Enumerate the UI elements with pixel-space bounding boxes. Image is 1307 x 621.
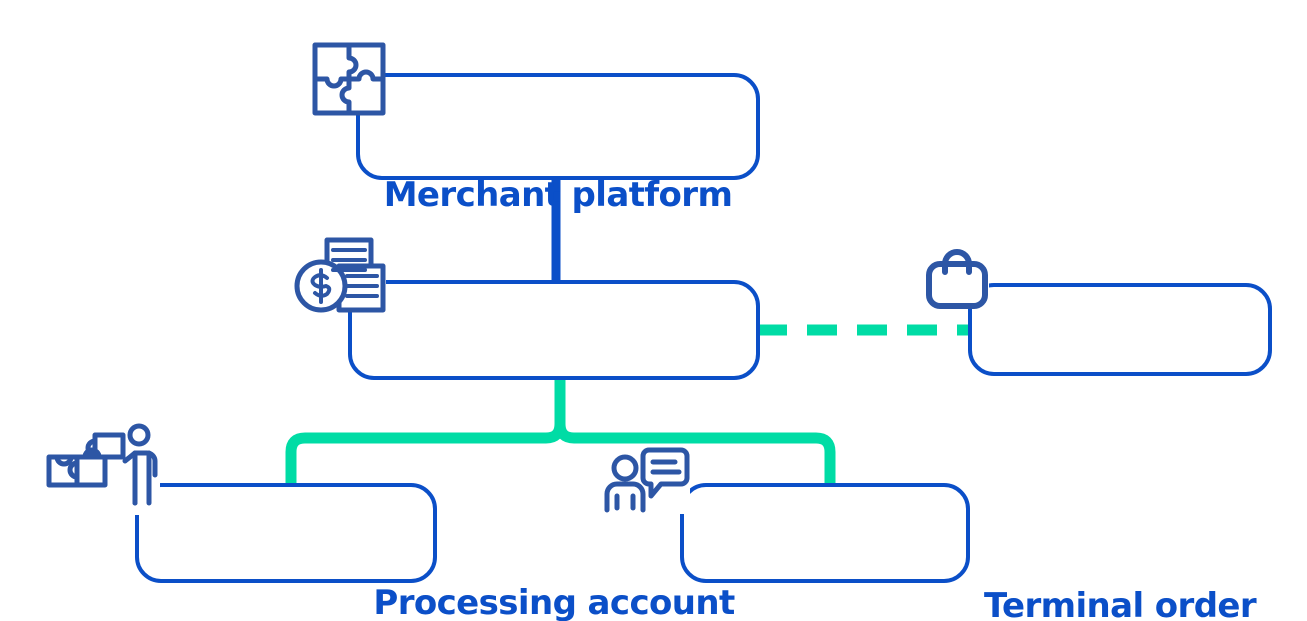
puzzle-board-icon xyxy=(311,41,387,117)
shopping-bag-icon xyxy=(923,248,991,310)
card-label-terminal-order: Terminal order xyxy=(983,586,1257,621)
coins-dollar-icon xyxy=(293,236,389,314)
connector-processing-to-contact xyxy=(554,376,836,487)
card-contact[interactable]: Contact xyxy=(680,483,970,583)
icon-mask-terminal-order xyxy=(925,250,989,308)
person-speech-bubble-icon xyxy=(603,446,691,516)
card-owner[interactable]: Owner xyxy=(135,483,437,583)
card-merchant-platform[interactable]: Merchant platform xyxy=(356,73,760,215)
card-label-processing-account: Processing account xyxy=(373,583,735,621)
card-processing-account[interactable]: Processing account xyxy=(348,280,760,621)
person-puzzle-icon xyxy=(43,423,161,517)
connector-processing-to-owner xyxy=(285,376,566,487)
card-label-merchant-platform: Merchant platform xyxy=(383,175,733,215)
card-terminal-order[interactable]: Terminal order xyxy=(968,283,1272,621)
